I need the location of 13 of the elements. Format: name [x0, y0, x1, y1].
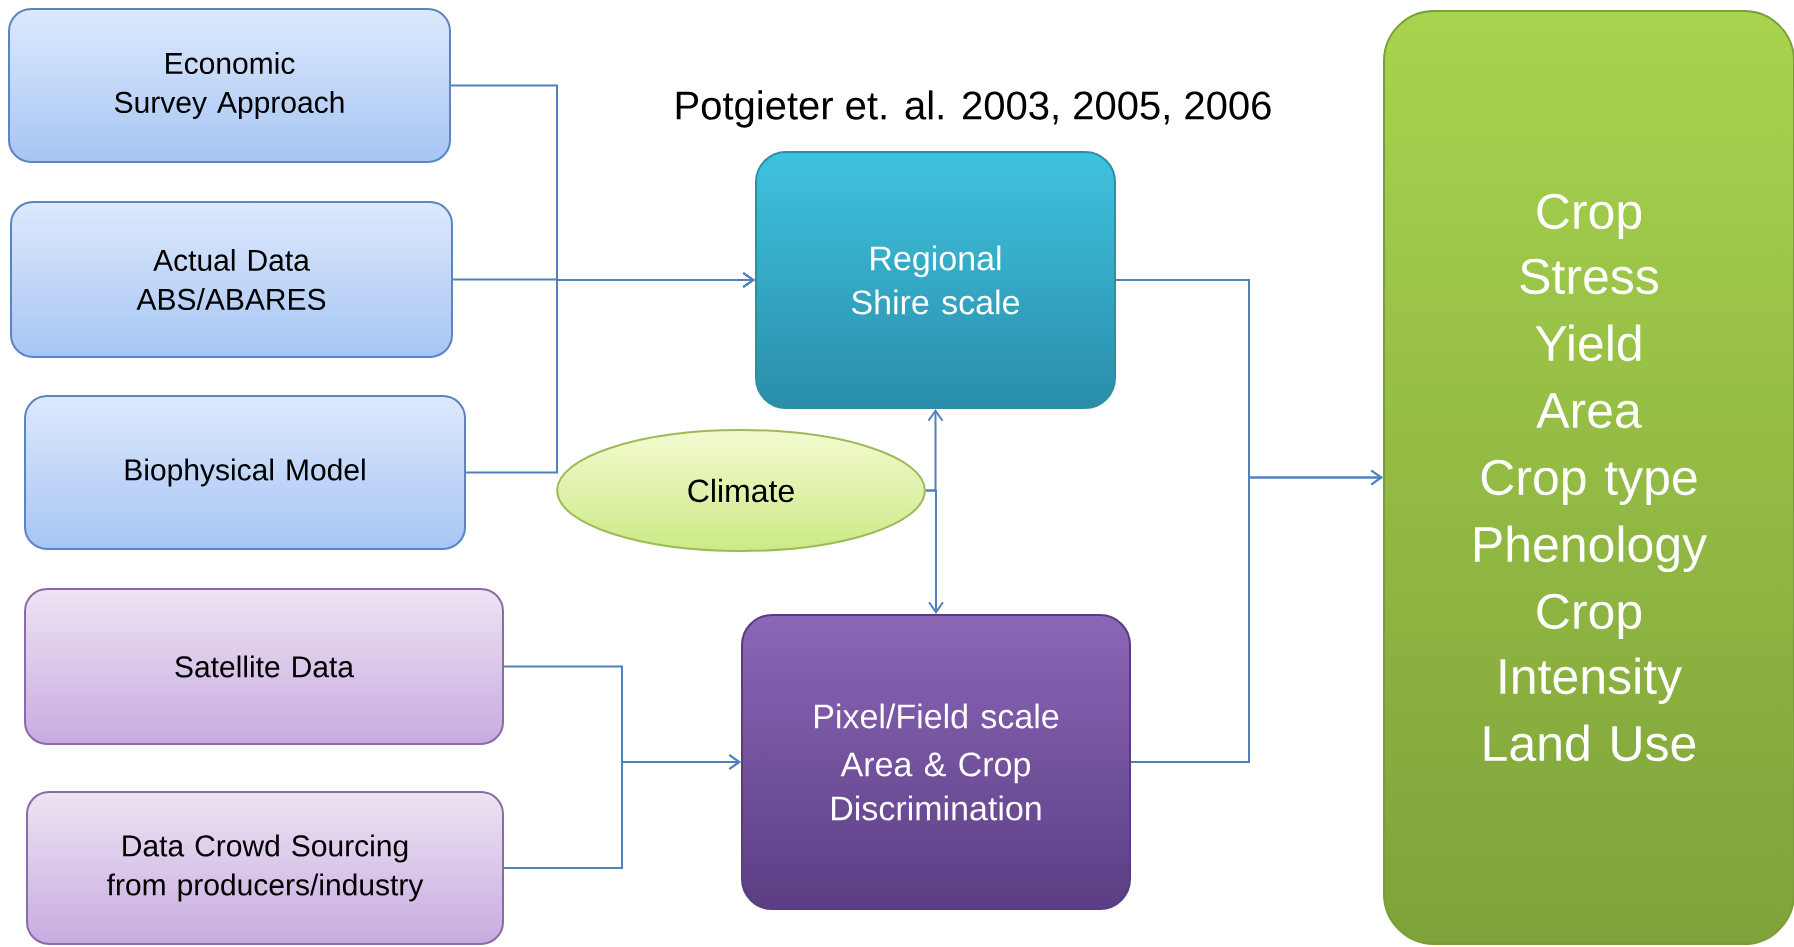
output-box: Crop Stress Yield Area Crop type Phenology Crop Intensity Land Use — [1383, 10, 1794, 945]
connector-arrow — [465, 272, 755, 474]
source-box: Data Crowd Sourcing from producers/industry — [26, 791, 504, 945]
connector-arrow — [503, 754, 741, 869]
scale-box: Pixel/Field scale Area & Crop Discrimination — [741, 614, 1131, 910]
source-box: Satellite Data — [24, 588, 504, 745]
source-box: Economic Survey Approach — [8, 8, 451, 163]
connector-arrow — [924, 489, 944, 614]
connector-arrow — [1130, 469, 1383, 763]
scale-box: Regional Shire scale — [755, 151, 1116, 409]
source-box: Actual Data ABS/ABARES — [10, 201, 453, 358]
source-box: Biophysical Model — [24, 395, 466, 550]
citation-text: Potgieter et. al. 2003, 2005, 2006 — [676, 90, 1271, 128]
